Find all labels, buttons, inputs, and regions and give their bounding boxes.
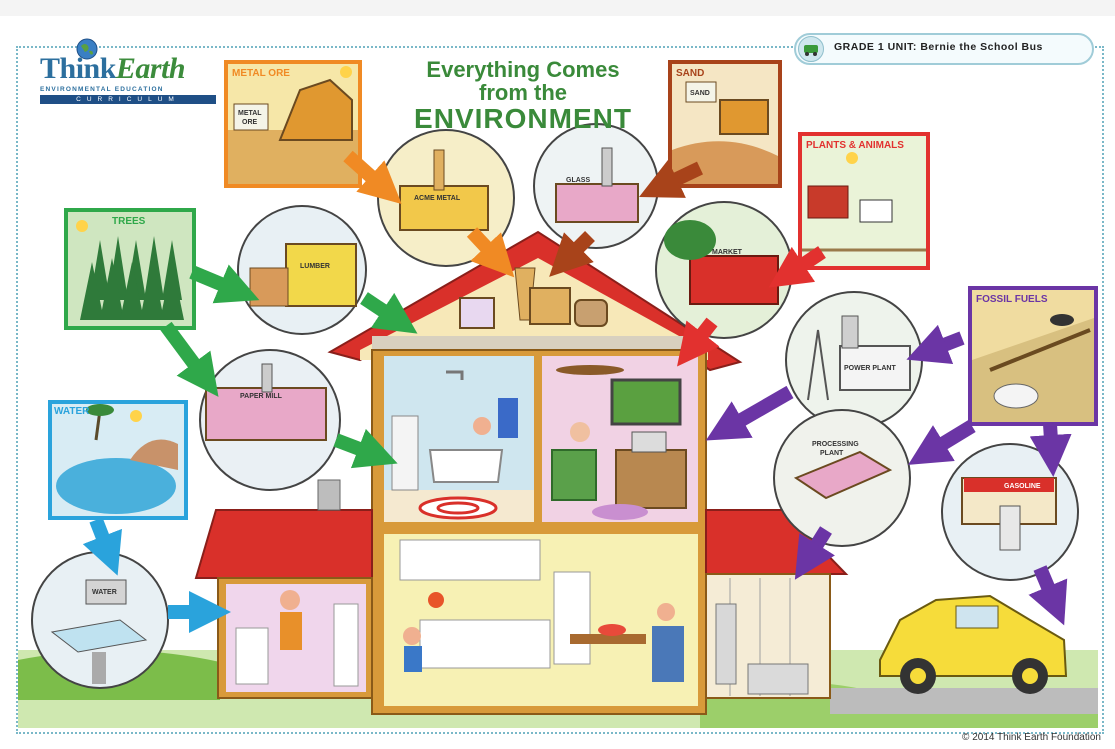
panel-label-plants-animals: PLANTS & ANIMALS	[806, 140, 904, 151]
bus-icon	[798, 36, 824, 62]
computer	[631, 431, 667, 453]
sign-power-plant: POWER PLANT	[844, 365, 896, 372]
title-line-1: Everything Comes	[426, 57, 620, 82]
copyright: © 2014 Think Earth Foundation	[962, 732, 1101, 743]
circle-market	[655, 201, 793, 339]
armchair	[551, 449, 597, 501]
kitchen-table	[570, 634, 646, 644]
gas-pump	[999, 505, 1021, 551]
water-heater	[333, 603, 359, 687]
panel-trees	[64, 208, 196, 330]
reading-man	[657, 603, 675, 621]
logo-earth: Earth	[115, 52, 186, 85]
house	[327, 230, 743, 715]
barn	[807, 185, 849, 219]
sign-metal-ore	[233, 103, 269, 131]
attic-picture	[459, 297, 495, 329]
laundry-wing	[194, 479, 373, 699]
panel-metal-ore	[224, 60, 362, 188]
sign-glass-company: GLASS	[566, 177, 590, 184]
logo-tagline: ENVIRONMENTAL EDUCATION	[40, 86, 164, 93]
sign-processing-plant-line2: PLANT	[820, 450, 844, 457]
panel-label-metal-ore: METAL ORE	[232, 68, 290, 79]
grade-unit-badge: GRADE 1 UNIT: Bernie the School Bus	[794, 33, 1094, 65]
lower-cabinets	[419, 619, 551, 669]
bathtub	[428, 449, 504, 483]
circle-glass-company	[533, 123, 659, 249]
sign-processing-plant-line1: PROCESSING	[812, 441, 859, 448]
panel-label-trees: TREES	[112, 216, 146, 227]
sign-gasoline: GASOLINE	[1004, 483, 1041, 490]
laundry-woman	[280, 590, 300, 610]
sign-sand	[685, 81, 717, 103]
toilet	[391, 415, 419, 491]
think-earth-logo: ThinkEarth ENVIRONMENTAL EDUCATION CURRI…	[36, 38, 220, 104]
cow	[859, 199, 893, 223]
globe-icon	[76, 38, 98, 60]
top-strip	[0, 0, 1115, 16]
circle-lumber	[237, 205, 367, 335]
logo-curriculum: CURRICULUM	[40, 95, 216, 104]
recycle-bins	[747, 663, 809, 695]
yellow-car	[879, 594, 1068, 694]
logo-think: Think	[40, 52, 116, 85]
poster-title: Everything Comes from the ENVIRONMENT	[388, 58, 658, 134]
wall-clock	[428, 592, 444, 608]
circle-processing-plant	[773, 409, 911, 547]
panel-label-fossil-fuels: FOSSIL FUELS	[976, 294, 1048, 305]
sign-sand-text: SAND	[690, 90, 710, 97]
sign-water: WATER	[92, 589, 117, 596]
oil-tank	[993, 383, 1039, 409]
panel-water	[48, 400, 188, 520]
panel-fossil-fuels	[968, 286, 1098, 426]
bath-rug	[418, 496, 498, 520]
panel-plants-animals	[798, 132, 930, 270]
sign-lumber: LUMBER	[300, 263, 330, 270]
upper-cabinets	[399, 539, 541, 581]
child	[403, 627, 421, 645]
title-line-3: ENVIRONMENT	[414, 103, 632, 135]
sign-metal-ore-line1: METAL	[238, 110, 262, 117]
circle-paper-mill	[199, 349, 341, 491]
rocking-chair	[529, 287, 571, 325]
circle-water-plant	[31, 551, 169, 689]
flow-arrows	[82, 150, 1072, 633]
garage-wing	[705, 509, 849, 699]
grade-unit-text: GRADE 1 UNIT: Bernie the School Bus	[834, 41, 1043, 53]
refrigerator	[553, 571, 591, 665]
circle-power-plant	[785, 291, 923, 429]
sign-paper-mill: PAPER MILL	[240, 393, 283, 400]
sign-market: MARKET	[712, 249, 743, 256]
television	[610, 378, 682, 426]
title-line-2: from the	[479, 80, 567, 106]
washing-machine	[235, 627, 269, 685]
fruit-bowl	[598, 624, 626, 636]
sign-metal-ore-line2: ORE	[242, 119, 258, 126]
attic-trunk	[574, 299, 608, 327]
logo-wordmark: ThinkEarth	[40, 52, 186, 86]
reading-woman	[570, 422, 590, 442]
panel-sand	[668, 60, 782, 188]
sign-acme-metal: ACME METAL	[414, 195, 461, 202]
ceiling-fan	[556, 365, 624, 375]
panel-label-sand: SAND	[676, 68, 704, 79]
panel-label-water: WATER	[54, 406, 90, 417]
gas-meter	[715, 603, 737, 685]
circle-gas-station	[941, 443, 1079, 581]
living-rug	[592, 504, 648, 520]
towel	[498, 398, 518, 438]
desk	[615, 449, 687, 509]
bathing-person	[473, 417, 491, 435]
